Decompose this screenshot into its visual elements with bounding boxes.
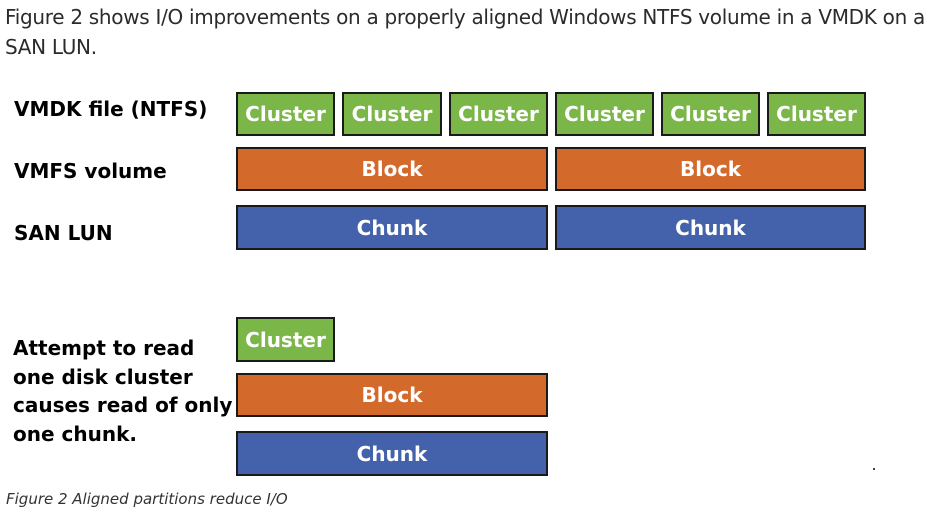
figure-caption: Figure 2 Aligned partitions reduce I/O — [6, 490, 288, 508]
block-box-1: Block — [236, 147, 548, 191]
row-label-vmdk: VMDK file (NTFS) — [14, 97, 208, 121]
row-label-san: SAN LUN — [14, 221, 113, 245]
cluster-box-3: Cluster — [449, 92, 548, 136]
single-block-box: Block — [236, 373, 548, 417]
cluster-box-5: Cluster — [661, 92, 760, 136]
chunk-box-2: Chunk — [555, 205, 866, 250]
alignment-note: Attempt to read one disk cluster causes … — [13, 336, 233, 446]
cluster-box-6: Cluster — [767, 92, 866, 136]
block-box-2: Block — [555, 147, 866, 191]
cluster-box-2: Cluster — [342, 92, 442, 136]
cluster-box-1: Cluster — [236, 92, 335, 136]
single-cluster-box: Cluster — [236, 317, 335, 362]
single-chunk-box: Chunk — [236, 431, 548, 476]
row-label-vmfs: VMFS volume — [14, 159, 167, 183]
chunk-box-1: Chunk — [236, 205, 548, 250]
intro-paragraph: Figure 2 shows I/O improvements on a pro… — [5, 5, 925, 59]
stray-dot — [873, 468, 875, 470]
cluster-box-4: Cluster — [555, 92, 654, 136]
